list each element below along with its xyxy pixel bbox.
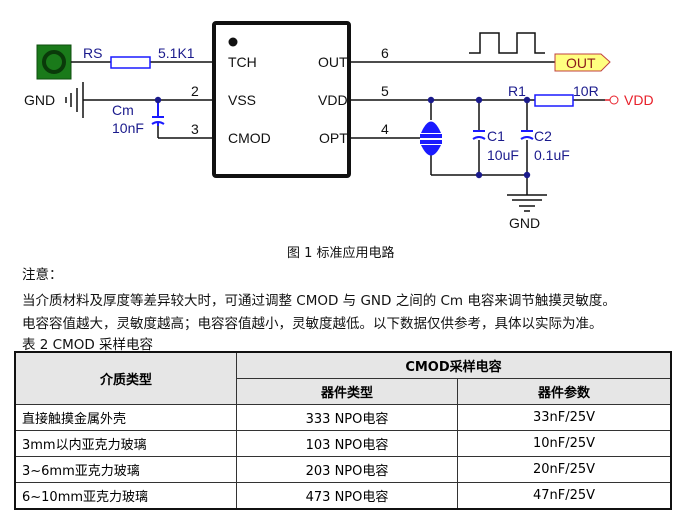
pin-number-4: 4 [381,121,389,137]
pin-name-cmod: CMOD [228,130,271,146]
output-pulse-waveform [469,32,545,54]
ic-chip [212,21,351,178]
touch-pad-ring [42,50,66,74]
table-title: 表 2 CMOD 采样电容 [22,337,154,353]
r1-label: R1 [508,83,526,99]
gnd-label-left: GND [24,92,55,108]
cell-medium: 3~6mm亚克力玻璃 [14,456,237,483]
wires [71,32,605,195]
table-row: 直接触摸金属外壳 333 NPO电容 33nF/25V [14,404,672,431]
out-tag-label: OUT [566,55,596,71]
rs-value: 5.1K1 [158,45,195,61]
cell-device-type: 203 NPO电容 [236,456,458,483]
touch-sensing-element [420,121,442,156]
junction-dots [154,96,531,179]
figure-caption: 图 1 标准应用电路 [287,246,395,261]
pin-number-2: 2 [191,83,199,99]
table-row: 6~10mm亚克力玻璃 473 NPO电容 47nF/25V [14,482,672,510]
cell-device-params: 10nF/25V [457,430,672,457]
note-line-2: 电容容值越大，灵敏度越高；电容容值越小，灵敏度越低。以下数据仅供参考，具体以实际… [22,316,603,332]
table-row: 3mm以内亚克力玻璃 103 NPO电容 10nF/25V [14,430,672,457]
resistor-rs [110,56,151,69]
header-device-params: 器件参数 [457,378,672,405]
pin-name-out: OUT [318,54,348,70]
c2-label: C2 [534,128,552,144]
r1-value: 10R [573,83,599,99]
pin-number-5: 5 [381,83,389,99]
cell-device-type: 473 NPO电容 [236,482,458,510]
resistor-r1 [534,94,574,107]
pin-name-vss: VSS [228,92,256,108]
cell-device-params: 47nF/25V [457,482,672,510]
cmod-capacitor-table: 介质类型 CMOD采样电容 器件类型 器件参数 直接触摸金属外壳 333 NPO… [14,351,672,510]
c1-label: C1 [487,128,505,144]
ground-symbol-right [507,194,547,212]
header-device-type: 器件类型 [236,378,458,405]
cell-device-params: 20nF/25V [457,456,672,483]
cm-label: Cm [112,102,134,118]
capacitor-c1 [472,130,486,140]
gnd-label-right: GND [509,215,540,231]
pin-name-tch: TCH [228,54,257,70]
vdd-label: VDD [624,92,654,108]
cm-value: 10nF [112,120,144,136]
pin-number-6: 6 [381,45,389,61]
capacitor-c2 [520,130,534,140]
pin-name-opt: OPT [319,130,348,146]
pin-name-vdd: VDD [318,92,348,108]
cell-medium: 6~10mm亚克力玻璃 [14,482,237,510]
header-medium-type: 介质类型 [14,351,237,405]
capacitor-cm [151,100,165,126]
rs-label: RS [83,45,102,61]
cell-device-params: 33nF/25V [457,404,672,431]
out-net-tag: OUT [554,53,611,72]
ground-symbol-left [65,82,84,118]
pin-number-3: 3 [191,121,199,137]
header-cmod-capacitor: CMOD采样电容 [236,351,672,379]
table-header-row: 介质类型 CMOD采样电容 [14,351,672,405]
cell-medium: 3mm以内亚克力玻璃 [14,430,237,457]
pin1-marker [228,37,238,47]
table-subheader-row: 器件类型 器件参数 [15,378,672,405]
c2-value: 0.1uF [534,147,570,163]
note-title: 注意： [22,267,63,283]
c1-value: 10uF [487,147,519,163]
cell-device-type: 333 NPO电容 [236,404,458,431]
application-circuit-schematic: TCH VSS CMOD OUT VDD OPT 2 3 6 5 4 RS 5.… [24,21,654,231]
table-row: 3~6mm亚克力玻璃 203 NPO电容 20nF/25V [14,456,672,483]
cell-device-type: 103 NPO电容 [236,430,458,457]
note-line-1: 当介质材料及厚度等差异较大时，可通过调整 CMOD 与 GND 之间的 Cm 电… [22,293,616,309]
vdd-terminal-icon [609,95,619,105]
cell-medium: 直接触摸金属外壳 [14,404,237,431]
